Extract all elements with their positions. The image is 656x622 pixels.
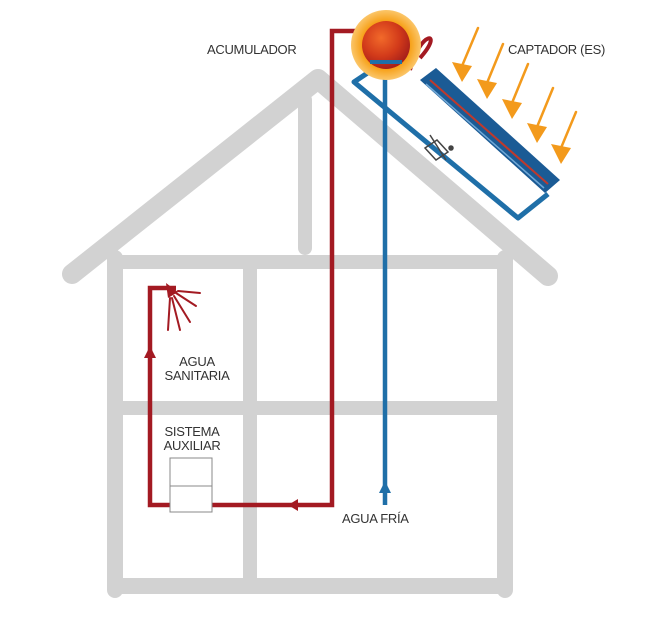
hot-pipe-arrow-left <box>288 499 298 511</box>
collector-highlight <box>425 83 545 189</box>
label-agua-sanitaria-line1: AGUA <box>179 354 215 369</box>
sun-ray-arrow <box>502 62 530 119</box>
solar-collector <box>420 68 560 193</box>
shower-icon <box>166 283 201 331</box>
label-agua-fria: AGUA FRÍA <box>342 511 409 526</box>
valve-icon <box>423 134 454 161</box>
label-captador: CAPTADOR (ES) <box>508 42 605 57</box>
label-sistema-auxiliar: SISTEMA AUXILIAR <box>152 425 232 453</box>
label-acumulador: ACUMULADOR <box>207 42 297 57</box>
tank-body <box>362 21 410 69</box>
accumulator-tank <box>351 10 421 80</box>
label-sistema-auxiliar-line1: SISTEMA <box>164 424 220 439</box>
label-agua-sanitaria-line2: SANITARIA <box>164 368 230 383</box>
label-sistema-auxiliar-line2: AUXILIAR <box>163 438 221 453</box>
sun-ray-arrow <box>551 110 578 164</box>
sun-ray-arrow <box>452 26 480 82</box>
hot-pipe-arrow-up <box>144 346 156 358</box>
house-outline <box>62 69 558 598</box>
auxiliary-system-box <box>169 457 213 513</box>
sun-ray-arrow <box>527 86 555 143</box>
collector-hot-stripe <box>429 79 549 185</box>
house-roof <box>62 69 558 286</box>
collector-panel <box>420 68 560 193</box>
hot-water-pipe <box>147 28 360 508</box>
sun-ray-arrow <box>477 42 505 99</box>
collector-cold-loop <box>351 67 550 221</box>
label-agua-sanitaria: AGUA SANITARIA <box>157 355 237 383</box>
cold-pipe-arrow-up <box>379 481 391 493</box>
sun-rays <box>452 26 578 164</box>
